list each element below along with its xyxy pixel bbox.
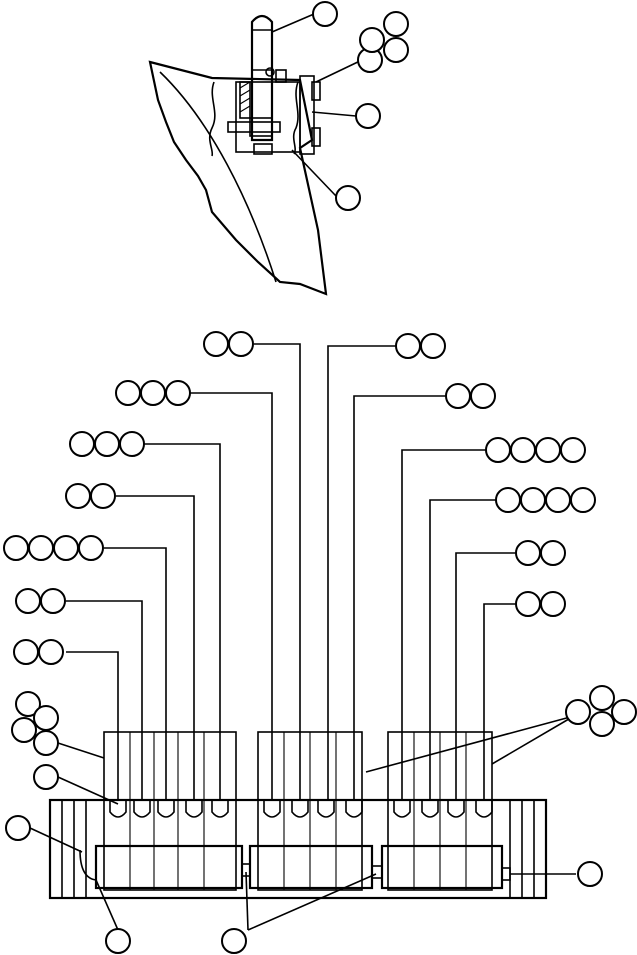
- callout-bubble: [33, 705, 59, 731]
- callout-bubble: [495, 487, 521, 513]
- callout-bubble: [535, 437, 561, 463]
- callout-bubble: [570, 487, 596, 513]
- callout-bubble: [383, 37, 409, 63]
- callout-bubble: [312, 1, 338, 27]
- callout-bubble: [228, 331, 254, 357]
- pin-hole: [265, 67, 275, 77]
- callout-bubble: [560, 437, 586, 463]
- valve-link-b: [371, 865, 383, 879]
- callout-bubble: [335, 185, 361, 211]
- cross-bolt: [227, 121, 281, 133]
- callout-bubble: [420, 333, 446, 359]
- panel-curve: [159, 71, 277, 283]
- guard-block-left: [103, 731, 237, 891]
- break-line-left: [208, 81, 216, 157]
- callout-bubble: [540, 540, 566, 566]
- callout-bubble: [5, 815, 31, 841]
- callout-bubble: [15, 588, 41, 614]
- valve-body-left: [94, 844, 244, 890]
- callout-bubble: [115, 380, 141, 406]
- nut: [253, 143, 273, 155]
- valve-body-right: [380, 844, 504, 890]
- flange-bolt-bottom: [311, 127, 321, 147]
- callout-bubble: [11, 717, 37, 743]
- fitting: [275, 69, 287, 83]
- callout-bubble: [119, 431, 145, 457]
- callout-bubble: [94, 431, 120, 457]
- break-line-right: [292, 81, 299, 155]
- callout-bubbles: [3, 1, 637, 954]
- lever-knobs: [109, 799, 493, 818]
- callout-bubble: [65, 483, 91, 509]
- assembly-view: [29, 343, 576, 931]
- callout-bubble: [355, 103, 381, 129]
- callout-bubble: [470, 383, 496, 409]
- callout-bubble: [540, 591, 566, 617]
- callout-bubble: [15, 691, 41, 717]
- top-detail-view: [148, 13, 363, 296]
- callout-bubble: [589, 711, 615, 737]
- callout-bubble: [165, 380, 191, 406]
- callout-bubble: [515, 591, 541, 617]
- callout-bubble: [69, 431, 95, 457]
- callout-bubble: [565, 699, 591, 725]
- callout-bubble: [140, 380, 166, 406]
- callout-bubble: [589, 685, 615, 711]
- callout-bubble: [445, 383, 471, 409]
- callout-bubble: [611, 699, 637, 725]
- callout-bubble: [203, 331, 229, 357]
- callout-bubble: [359, 27, 385, 53]
- callout-bubble: [515, 540, 541, 566]
- hose-hook: [79, 849, 97, 881]
- callout-bubble: [577, 861, 603, 887]
- callout-bubble: [520, 487, 546, 513]
- callout-bubble: [105, 928, 131, 954]
- callout-bubble: [3, 535, 29, 561]
- callout-bubble: [38, 639, 64, 665]
- callout-bubble: [28, 535, 54, 561]
- callout-bubble: [78, 535, 104, 561]
- misc-leaders: [29, 715, 576, 931]
- lever-leaders: [66, 343, 516, 800]
- callout-bubble: [40, 588, 66, 614]
- callout-bubble: [383, 11, 409, 37]
- callout-bubble: [395, 333, 421, 359]
- callout-bubble: [485, 437, 511, 463]
- callout-bubble: [510, 437, 536, 463]
- callout-bubble: [33, 730, 59, 756]
- callout-bubble: [13, 639, 39, 665]
- bracket-hatch: [239, 81, 251, 119]
- valve-end-fitting: [501, 867, 511, 881]
- callout-bubble: [90, 483, 116, 509]
- callout-bubble: [545, 487, 571, 513]
- callout-bubble: [53, 535, 79, 561]
- callout-bubble: [33, 764, 59, 790]
- flange-plate: [299, 75, 315, 155]
- valve-body-middle: [248, 844, 374, 890]
- callout-bubble: [221, 928, 247, 954]
